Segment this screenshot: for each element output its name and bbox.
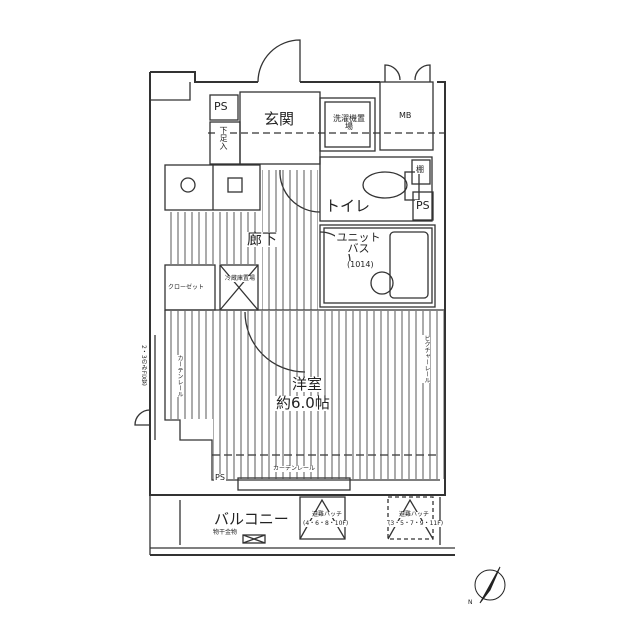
hatch-2-label: 避難ハッチ <box>398 511 431 518</box>
ps-bottom-label: PS <box>214 473 226 482</box>
curtain-rail-bottom-label: カーテンレール <box>272 465 317 472</box>
western-room-size: 約6.0帖 <box>275 394 331 412</box>
shelf-label: 棚 <box>415 165 425 174</box>
washer-label: 洗濯機置場 <box>330 115 368 131</box>
hallway-label: 廊下 <box>246 230 279 248</box>
fridge-label: 冷蔵庫置場 <box>224 275 256 282</box>
curtain-rail-side-label: カーテンレール <box>175 355 183 397</box>
picture-rail-label: ピクチャーレール <box>422 335 430 383</box>
balcony-label: バルコニー <box>213 510 290 528</box>
north-arrow-icon <box>474 566 506 604</box>
drying-hardware-label: 物干金物 <box>212 529 239 536</box>
hatch-1-label: 避難ハッチ <box>311 511 344 518</box>
closet-label: クローゼット <box>168 284 205 291</box>
ps-right-label: PS <box>415 199 431 212</box>
western-room-label: 洋室 <box>291 375 324 393</box>
north-label: N <box>468 599 473 606</box>
unit-bath-size: (1014) <box>346 260 375 269</box>
genkan-label: 玄関 <box>263 110 296 128</box>
hatch-1-floors: (4・6・8・10F) <box>302 520 350 527</box>
fix-window-label: 2・3のみFIX窓 <box>140 345 147 386</box>
shoe-box-label: 下足入 <box>218 126 228 150</box>
unit-bath-label: ユニットバス <box>335 231 382 255</box>
ps-top-label: PS <box>213 100 229 113</box>
toilet-label: トイレ <box>324 197 372 215</box>
hatch-2-floors: (3・5・7・9・11F) <box>387 520 445 527</box>
mb-label: MB <box>399 111 412 120</box>
